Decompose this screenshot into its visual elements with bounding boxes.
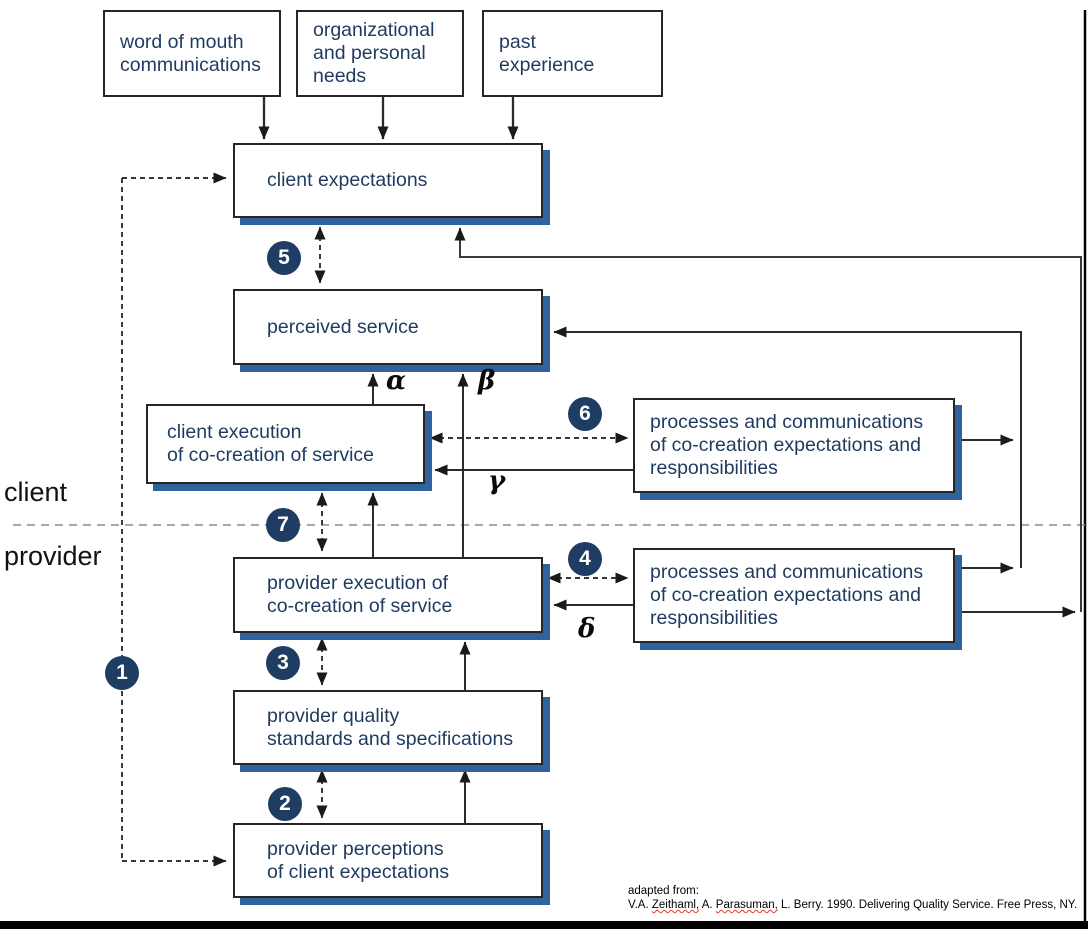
- client-section-label: client: [4, 477, 68, 507]
- box-provider-execution-label: provider execution of co-creation of ser…: [267, 572, 453, 617]
- gap7-badge: 7: [266, 508, 300, 542]
- box-client-expectations-label: client expectations: [267, 169, 428, 191]
- box-word-of-mouth-label: word of mouth communications: [120, 30, 261, 76]
- box-processes-client-side-label: processes and communications of co-creat…: [650, 411, 924, 479]
- gap2-badge: 2: [268, 787, 302, 821]
- gap3-badge: 3: [266, 646, 300, 680]
- gap1-dashed-path: [121, 172, 227, 867]
- box-provider-standards-label: provider quality standards and specifica…: [267, 704, 514, 750]
- gap6-badge: 6: [568, 397, 602, 431]
- gamma-label: γ: [488, 466, 506, 496]
- box-client-execution-label: client execution of co-creation of servi…: [167, 421, 375, 466]
- attribution-intro: adapted from:: [628, 885, 699, 897]
- delta-label: δ: [578, 614, 596, 644]
- box-provider-standards: provider quality standards and specifica…: [233, 690, 543, 765]
- box-org-personal-needs: organizational and personal needs: [296, 10, 464, 97]
- attribution: adapted from: V.A. Zeithaml, A. Parasuma…: [628, 884, 1077, 912]
- gap4-number: 4: [579, 547, 591, 570]
- box-client-execution: client execution of co-creation of servi…: [146, 404, 425, 484]
- citation-part: V.A.: [628, 899, 652, 912]
- box-provider-perceptions: provider perceptions of client expectati…: [233, 823, 543, 898]
- box-perceived-service: perceived service: [233, 289, 543, 365]
- gap1-number: 1: [116, 661, 128, 684]
- attribution-citation: V.A. Zeithaml, A. Parasuman, L. Berry. 1…: [628, 898, 1077, 912]
- box-provider-perceptions-label: provider perceptions of client expectati…: [267, 837, 450, 883]
- slide-bottom-bar: [0, 921, 1088, 929]
- gap2-number: 2: [279, 792, 291, 815]
- citation-name-zeithaml: Zeithaml,: [651, 899, 700, 912]
- provider-section-label: provider: [4, 541, 102, 571]
- gap5-badge: 5: [267, 241, 301, 275]
- box-processes-provider-side: processes and communications of co-creat…: [633, 548, 955, 643]
- box-processes-client-side: processes and communications of co-creat…: [633, 398, 955, 493]
- box-past-experience: past experience: [482, 10, 663, 97]
- box-past-experience-label: past experience: [499, 30, 595, 76]
- gap1-badge: 1: [105, 656, 139, 690]
- citation-part: L. Berry. 1990. Delivering Quality Servi…: [777, 899, 1078, 912]
- citation-name-parasuman: Parasuman,: [715, 899, 778, 912]
- gap7-number: 7: [277, 513, 289, 536]
- top-influence-arrows: [258, 97, 519, 140]
- citation-part: A.: [699, 899, 716, 912]
- gap5-number: 5: [278, 246, 290, 269]
- beta-label: β: [478, 366, 496, 396]
- alpha-label: α: [386, 366, 407, 396]
- gap4-badge: 4: [568, 542, 602, 576]
- box-word-of-mouth: word of mouth communications: [103, 10, 281, 97]
- box-client-expectations: client expectations: [233, 143, 543, 218]
- box-perceived-service-label: perceived service: [267, 315, 419, 338]
- box-org-personal-needs-label: organizational and personal needs: [313, 19, 435, 87]
- gap6-number: 6: [579, 402, 591, 425]
- box-provider-execution: provider execution of co-creation of ser…: [233, 557, 543, 633]
- box-processes-provider-side-label: processes and communications of co-creat…: [650, 561, 924, 629]
- gap3-number: 3: [277, 651, 289, 674]
